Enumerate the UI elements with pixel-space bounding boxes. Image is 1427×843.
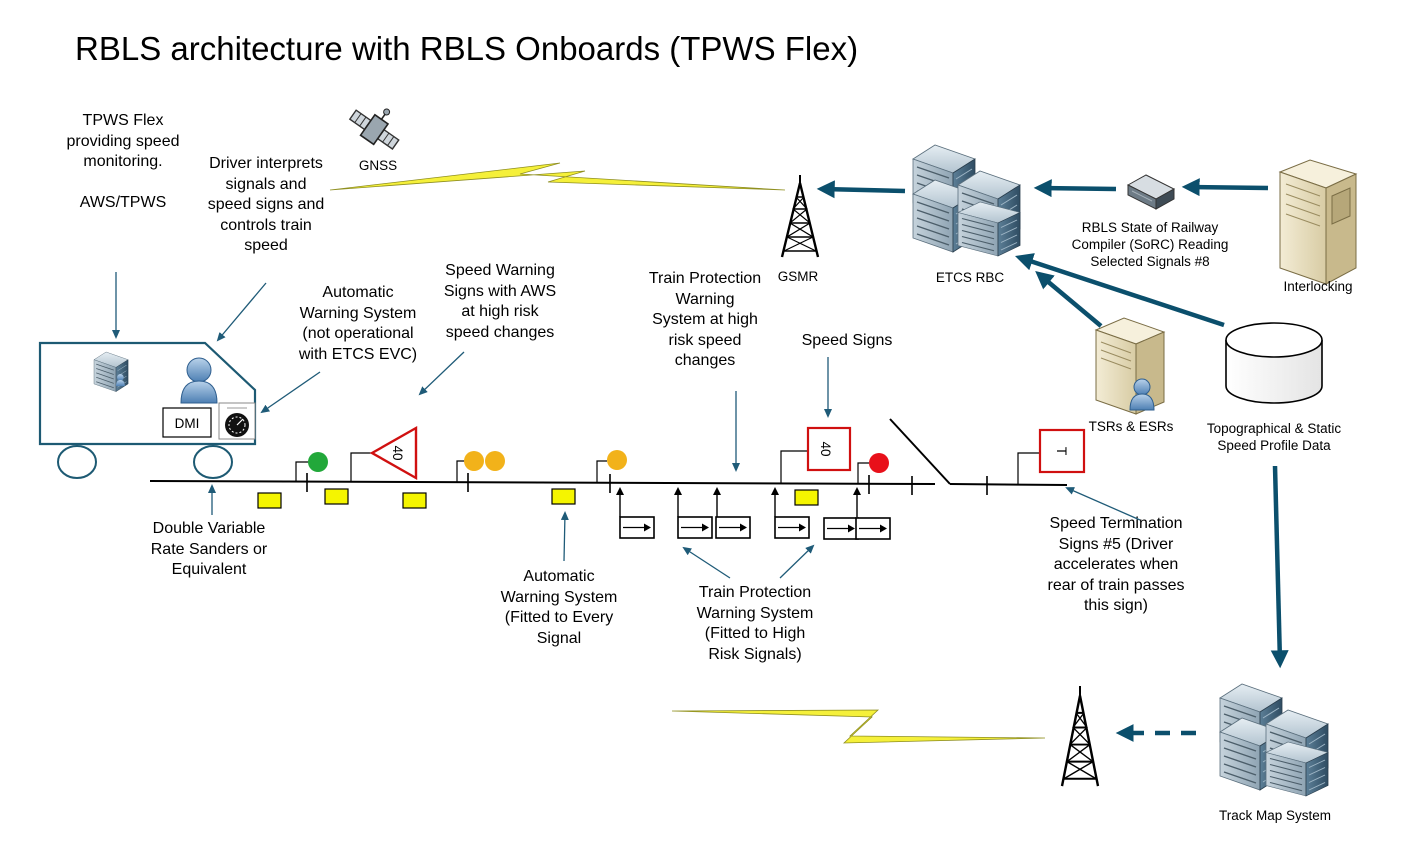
trackmap-mast-icon: [1060, 684, 1100, 788]
arrow-sorc-to-rbc: [1033, 179, 1117, 198]
label-track-map: Track Map System: [1218, 808, 1332, 823]
label-speed-signs: Speed Signs: [801, 332, 893, 349]
label-tpws-high-risk-speed: Train Protection Warning System at high …: [648, 270, 762, 369]
sorc-device-icon: [1126, 174, 1176, 210]
etcs-rbc-server-icon: [912, 144, 1021, 257]
gsmr-mast-icon: [780, 173, 820, 259]
arrow-rbc-to-gsmr: [816, 180, 906, 199]
label-interlocking: Interlocking: [1283, 279, 1353, 294]
label-aws-not-operational: Automatic Warning System (not operationa…: [298, 284, 418, 363]
label-speed-warning-signs: Speed Warning Signs with AWS at high ris…: [443, 262, 557, 341]
label-speed-termination: Speed Termination Signs #5 (Driver accel…: [1047, 515, 1185, 614]
tsr-person-icon: [1129, 378, 1155, 411]
pointer-aws-every-signal: [560, 511, 569, 562]
label-topo-data: Topographical & Static Speed Profile Dat…: [1206, 421, 1342, 453]
database-icon: [1225, 322, 1323, 404]
train-cab: [38, 341, 257, 479]
label-sanders: Double Variable Rate Sanders or Equivale…: [150, 520, 268, 578]
speed-warning-value: 40: [390, 445, 405, 460]
train-wheel-rear: [193, 445, 233, 479]
pointer-speed-termination: [1065, 487, 1141, 521]
pointer-driver: [216, 282, 267, 342]
pointer-tpws-signals-right: [779, 544, 815, 579]
speed-warning-triangle: [369, 425, 418, 481]
arrow-interlocking-to-sorc: [1181, 178, 1269, 197]
label-tpws-high-risk-signals: Train Protection Warning System (Fitted …: [696, 584, 814, 663]
track-map-server-icon: [1219, 683, 1329, 797]
signal-green-light: [308, 452, 328, 472]
label-tsrs-esrs: TSRs & ESRs: [1088, 419, 1174, 434]
radio-link-lightning-bottom: [671, 709, 1046, 744]
signal-red-light: [869, 453, 889, 473]
arrow-tsr-to-rbc: [1035, 270, 1103, 328]
speed-termination-value: T: [1054, 447, 1070, 456]
arrow-topo-to-trackmap: [1270, 465, 1289, 669]
label-tpws-flex: TPWS Flex providing speed monitoring. AW…: [66, 112, 180, 211]
speed-termination-sign: [1038, 428, 1086, 474]
label-etcs-rbc: ETCS RBC: [935, 270, 1005, 285]
pointer-tpws-signals-left: [682, 546, 731, 579]
label-dmi: DMI: [174, 416, 200, 431]
signals: [295, 450, 1040, 485]
signal-double-yellow-light-2: [485, 451, 505, 471]
label-sorc: RBLS State of Railway Compiler (SoRC) Re…: [1071, 220, 1229, 269]
dmi-box: [162, 407, 212, 438]
signal-double-yellow-light-1: [464, 451, 484, 471]
onboard-server-icon: [93, 351, 129, 392]
label-gsmr: GSMR: [777, 269, 819, 284]
interlocking-server-icon: [1278, 159, 1358, 285]
signal-single-yellow-light: [607, 450, 627, 470]
label-driver: Driver interprets signals and speed sign…: [207, 155, 325, 254]
label-aws-every-signal: Automatic Warning System (Fitted to Ever…: [500, 568, 618, 647]
pointer-aws-not-operational: [260, 371, 321, 414]
dmi-speedometer-icon: [218, 402, 256, 440]
page-title: RBLS architecture with RBLS Onboards (TP…: [75, 30, 859, 67]
driver-person-icon: [180, 357, 218, 404]
arrow-topo-to-rbc: [1015, 253, 1225, 328]
label-gnss: GNSS: [358, 158, 398, 173]
speed-sign: [806, 426, 852, 472]
speed-sign-value: 40: [818, 441, 833, 456]
radio-link-lightning-top: [329, 162, 786, 191]
railway-track: [149, 418, 1068, 495]
tsr-server-icon: [1094, 317, 1166, 415]
train-wheel-front: [57, 445, 97, 479]
pointer-speed-warning-signs: [418, 351, 465, 396]
tpws-loops: [616, 487, 891, 540]
satellite-icon: [348, 108, 400, 150]
aws-magnets: [257, 488, 819, 509]
